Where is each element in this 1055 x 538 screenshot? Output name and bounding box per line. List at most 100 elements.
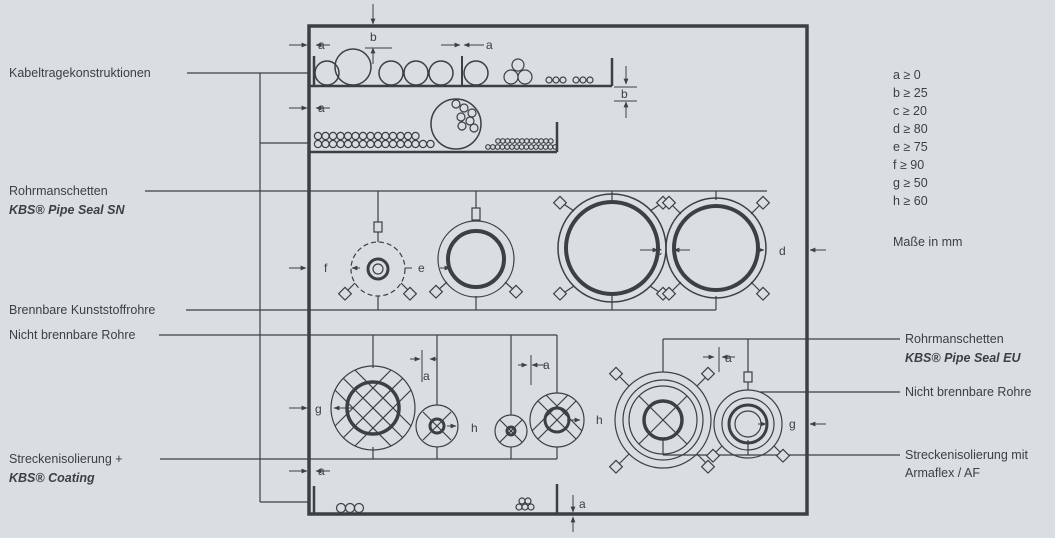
- dim-label-a: a: [579, 497, 586, 511]
- tiny-cable-bundle-row: [485, 138, 559, 150]
- cable-circle: [418, 139, 428, 149]
- label-cable-trays: Kabeltragekonstruktionen: [9, 66, 151, 80]
- cable-circle: [533, 138, 540, 144]
- dim-label-a: a: [423, 369, 430, 383]
- units-note: Maße in mm: [893, 235, 962, 249]
- dim-label-b: b: [370, 30, 377, 44]
- cable-circle: [494, 144, 501, 150]
- dim-label-a: a: [318, 38, 325, 52]
- dim-label-b: b: [621, 87, 628, 101]
- cable-circle: [528, 144, 535, 150]
- cable-circle: [388, 139, 398, 149]
- cable-circle: [321, 139, 330, 149]
- cable-circle: [495, 138, 501, 144]
- cable-circle: [426, 139, 435, 149]
- cable-circle: [388, 131, 398, 141]
- cable-circle: [514, 138, 521, 144]
- cable-circle: [509, 138, 516, 144]
- cable-circle: [366, 131, 375, 141]
- cable-circle: [411, 131, 420, 141]
- insulated-pipe-small: [415, 404, 459, 448]
- legend-item: c ≥ 20: [893, 104, 927, 118]
- cable-circle: [499, 138, 506, 144]
- legend-item: d ≥ 80: [893, 122, 928, 136]
- label-noncombustible-pipes-right: Nicht brennbare Rohre: [905, 385, 1032, 399]
- dim-label-h: h: [596, 413, 603, 427]
- label-kbs-coating: KBS® Coating: [9, 471, 95, 485]
- cable-circle: [552, 144, 559, 150]
- cable-tray-lower: [309, 98, 559, 154]
- pipe-seal-large-1: [552, 193, 671, 303]
- cable-circle: [373, 131, 383, 141]
- cable-circle: [313, 131, 323, 141]
- legend-item: h ≥ 60: [893, 194, 928, 208]
- label-armaflex-line2: Armaflex / AF: [905, 466, 980, 480]
- dim-label-a: a: [725, 351, 732, 365]
- legend-item: a ≥ 0: [893, 68, 921, 82]
- cable-circle: [537, 144, 544, 150]
- cable-circle: [513, 144, 520, 150]
- cable-circle: [358, 139, 368, 149]
- cable-circle: [328, 139, 338, 149]
- cable-circle: [523, 144, 530, 150]
- label-pipe-seal-eu-brand: KBS® Pipe Seal EU: [905, 351, 1021, 365]
- cable-circle: [373, 139, 383, 149]
- cable-circle: [336, 139, 345, 149]
- dim-label-a: a: [318, 101, 325, 115]
- legend-item: g ≥ 50: [893, 176, 928, 190]
- cable-tray-upper: [309, 48, 614, 88]
- cable-circle: [381, 139, 390, 149]
- cable-circle: [381, 131, 390, 141]
- pipe-seal-small-combustible: [337, 221, 418, 301]
- pipe-seal-medium-combustible: [428, 207, 524, 299]
- label-pipe-sleeves-eu: Rohrmanschetten: [905, 332, 1004, 346]
- cable-circle: [396, 139, 405, 149]
- cable-circle: [328, 131, 338, 141]
- label-pipe-sleeves-sn: Rohrmanschetten: [9, 184, 108, 198]
- insulated-pipe-large: [330, 365, 416, 451]
- cable-circle: [485, 144, 491, 150]
- cable-circle: [403, 139, 413, 149]
- cable-circle: [504, 144, 511, 150]
- cable-circle: [336, 131, 345, 141]
- insulated-pipe-medium: [529, 392, 585, 448]
- bottom-cable-bundles: [312, 484, 559, 514]
- legend-item: f ≥ 90: [893, 158, 924, 172]
- cable-circle: [403, 131, 413, 141]
- pipe-seal-large-2: [661, 195, 771, 301]
- insulated-pipe-tiny: [494, 414, 528, 448]
- small-cable-bundle-row: [313, 131, 435, 149]
- dim-label-d: d: [779, 244, 786, 258]
- legend: a ≥ 0 b ≥ 25 c ≥ 20 d ≥ 80 e ≥ 75 f ≥ 90…: [893, 68, 962, 249]
- cable-circle: [518, 144, 525, 150]
- legend-item: b ≥ 25: [893, 86, 928, 100]
- cable-circle: [499, 144, 506, 150]
- dim-label-f: f: [324, 261, 328, 275]
- cable-circle: [358, 131, 368, 141]
- cable-circle: [313, 139, 323, 149]
- dim-label-a: a: [543, 358, 550, 372]
- pipe-seal-eu-insulated: [608, 366, 716, 474]
- cable-circle: [366, 139, 375, 149]
- cable-circle: [542, 144, 549, 150]
- cable-circle: [538, 138, 545, 144]
- cable-circle: [543, 138, 549, 144]
- dim-label-e: e: [418, 261, 425, 275]
- dimension-arrows: [289, 4, 826, 532]
- cable-circle: [396, 131, 405, 141]
- cable-circle: [343, 131, 353, 141]
- cable-circle: [504, 138, 511, 144]
- label-armaflex: Streckenisolierung mit: [905, 448, 1028, 462]
- label-section-insulation: Streckenisolierung +: [9, 452, 123, 466]
- dim-label-a: a: [486, 38, 493, 52]
- cable-circle: [489, 144, 496, 150]
- dim-label-g: g: [789, 417, 796, 431]
- cable-circle: [509, 144, 515, 150]
- cable-circle: [547, 144, 554, 150]
- dim-label-g: g: [315, 402, 322, 416]
- cable-circle: [533, 144, 539, 150]
- cable-circle: [411, 139, 420, 149]
- label-pipe-seal-sn-brand: KBS® Pipe Seal SN: [9, 203, 125, 217]
